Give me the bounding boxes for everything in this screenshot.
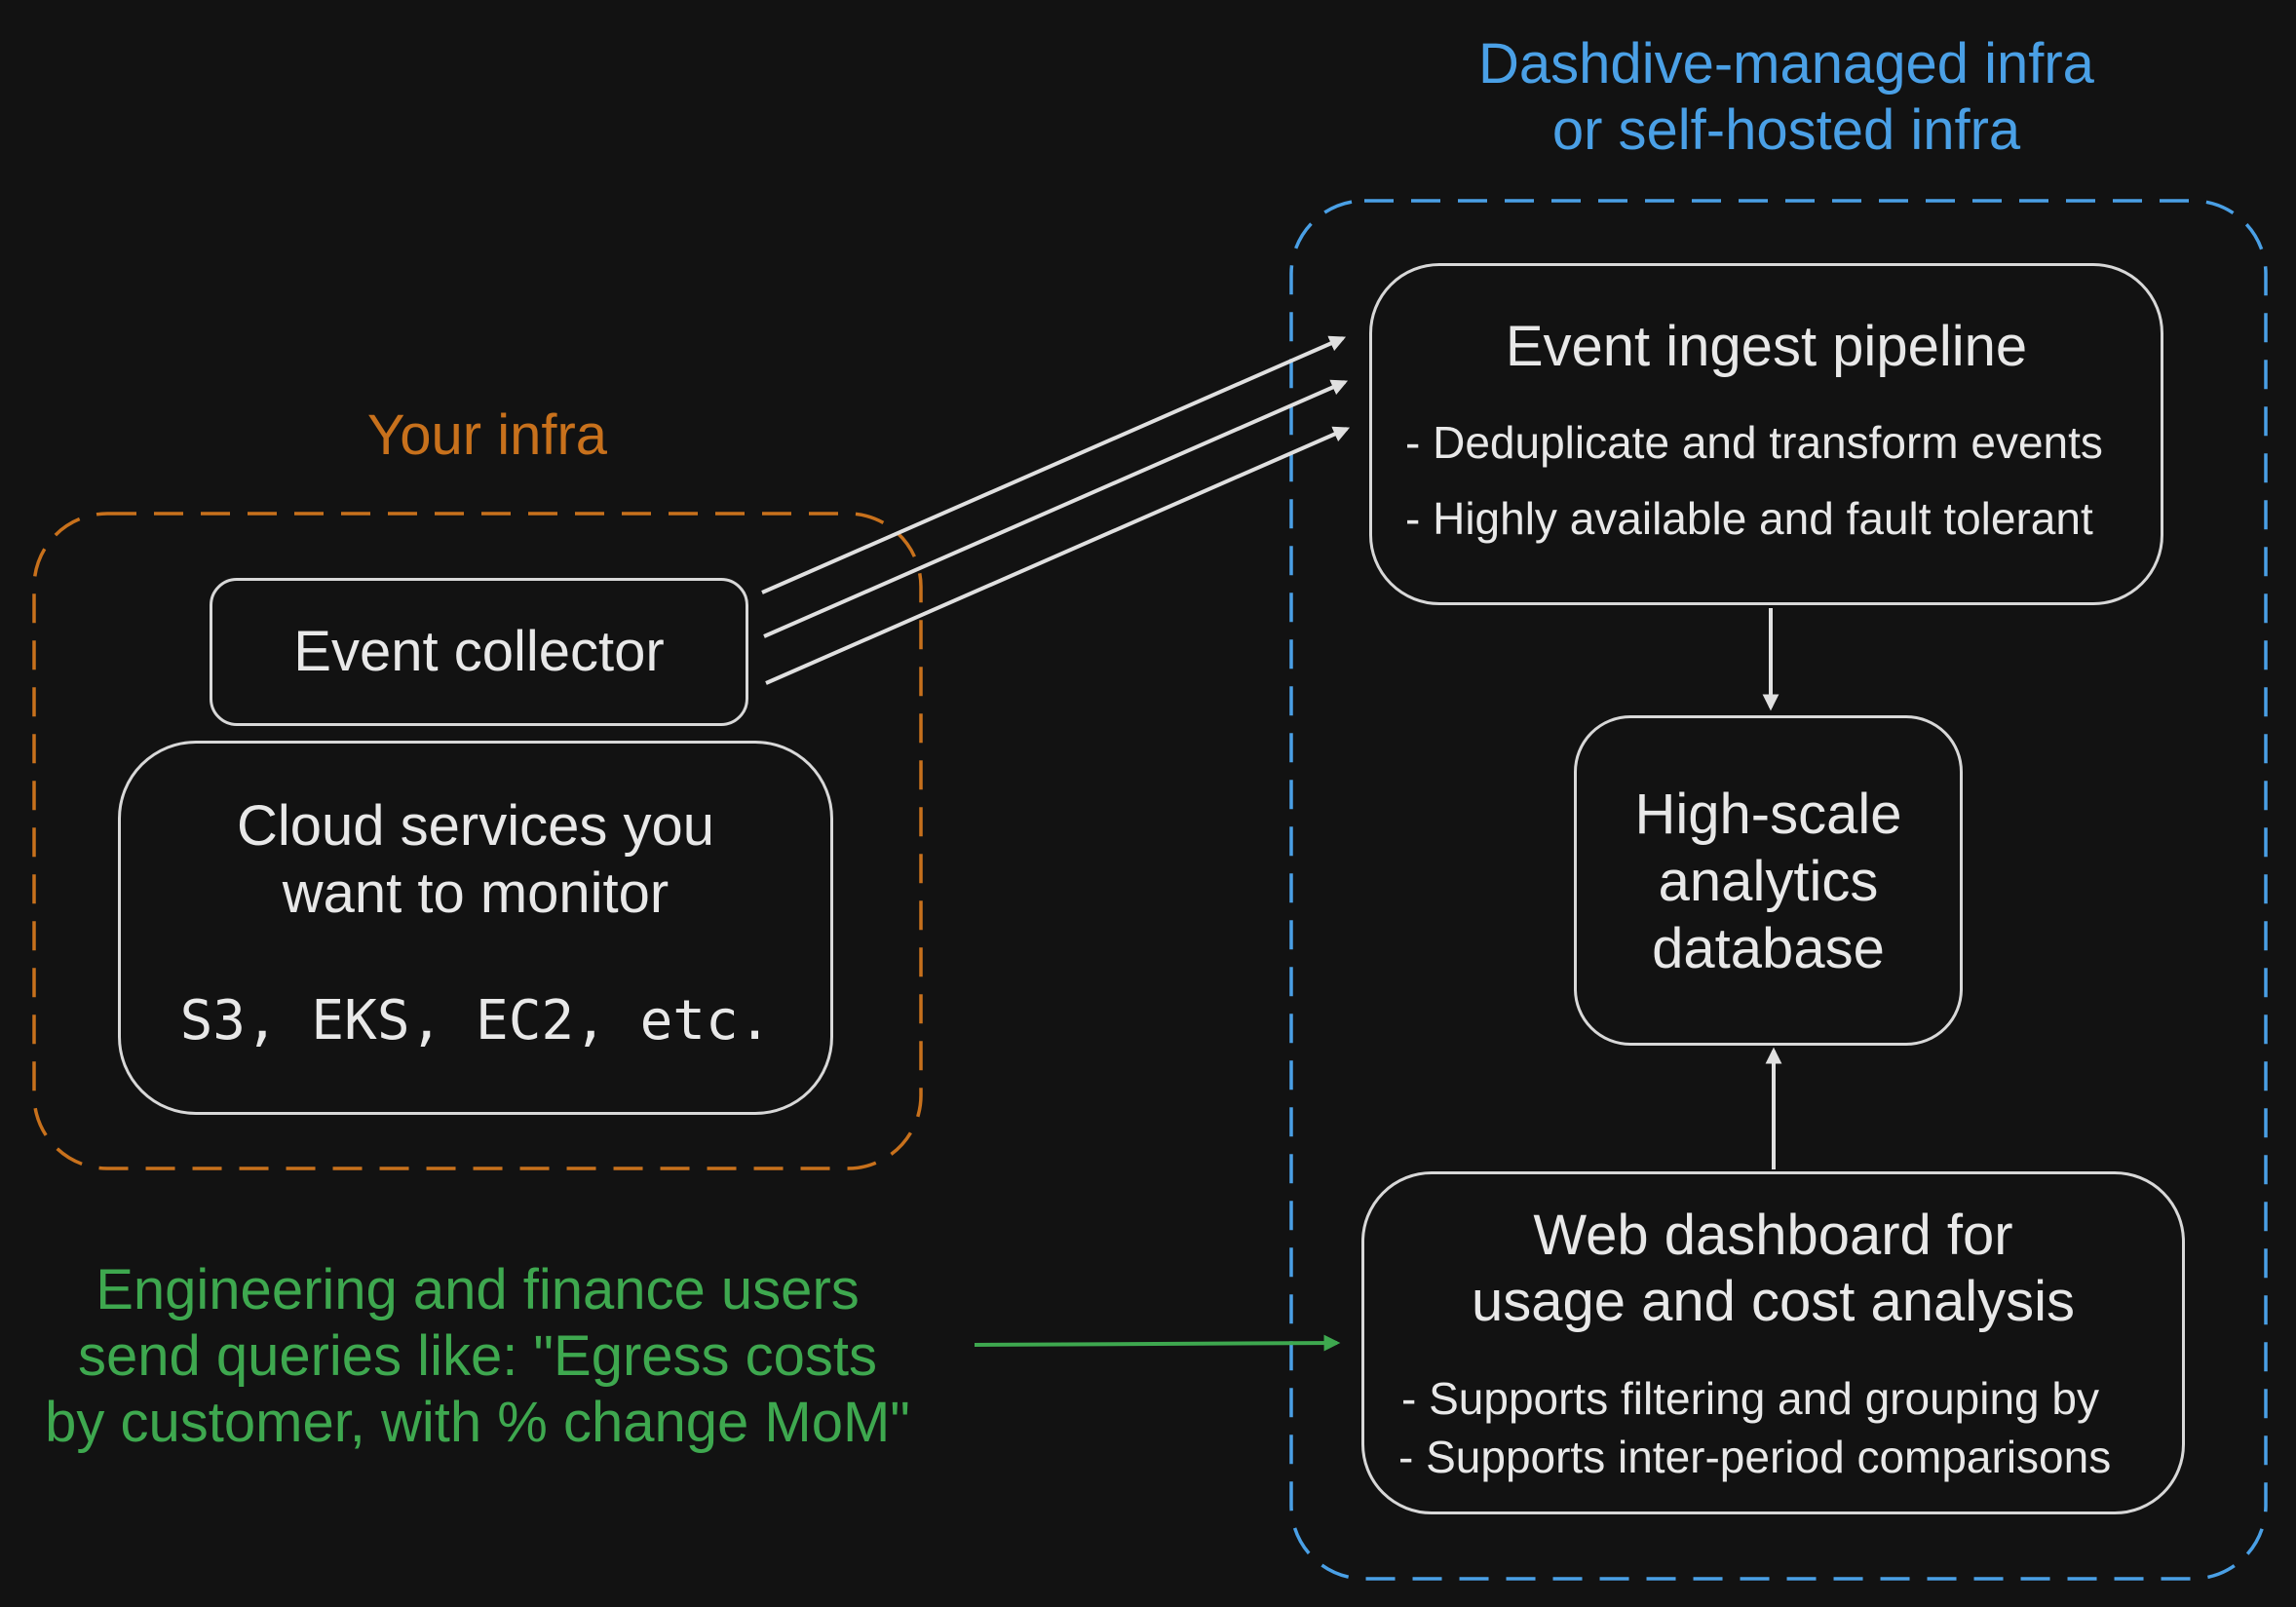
ingest-bullet-availability: - Highly available and fault tolerant bbox=[1405, 493, 2093, 544]
cloud-services-node: Cloud services you want to monitor S3, E… bbox=[118, 741, 833, 1115]
collector-to-ingest-arrow-1 bbox=[761, 335, 1347, 594]
web-dashboard-node: Web dashboard for usage and cost analysi… bbox=[1361, 1171, 2185, 1514]
ingest-bullet-dedupe: - Deduplicate and transform events bbox=[1405, 417, 2103, 468]
web-dashboard-title-line2: usage and cost analysis bbox=[1471, 1270, 2076, 1333]
event-ingest-pipeline-title: Event ingest pipeline bbox=[1505, 315, 2028, 378]
group-managed-infra-boundary bbox=[1289, 199, 2268, 1581]
users-query-note-line2: send queries like: "Egress costs bbox=[77, 1324, 878, 1388]
event-ingest-pipeline-node: Event ingest pipeline - Deduplicate and … bbox=[1369, 263, 2163, 605]
cloud-services-label-line1: Cloud services you bbox=[237, 794, 714, 858]
group-title-your-infra: Your infra bbox=[244, 402, 731, 469]
users-query-note-line1: Engineering and finance users bbox=[96, 1258, 860, 1321]
dashboard-bullet-comparisons: - Supports inter-period comparisons bbox=[1398, 1432, 2112, 1482]
group-title-your-infra-label: Your infra bbox=[366, 403, 608, 467]
group-title-managed: Dashdive-managed infra or self-hosted in… bbox=[1397, 31, 2176, 164]
group-title-managed-line2: or self-hosted infra bbox=[1551, 98, 2021, 162]
event-collector-node: Event collector bbox=[210, 578, 748, 726]
analytics-database-label-line3: database bbox=[1652, 917, 1885, 980]
cloud-services-label-line2: want to monitor bbox=[282, 861, 670, 925]
users-query-note: Engineering and finance users send queri… bbox=[10, 1257, 945, 1456]
users-query-note-line3: by customer, with % change MoM" bbox=[45, 1391, 910, 1454]
analytics-database-node: High-scale analytics database bbox=[1574, 715, 1963, 1046]
collector-to-ingest-arrow-2 bbox=[763, 379, 1349, 638]
group-your-infra-boundary bbox=[32, 512, 923, 1170]
users-to-dashboard-arrow bbox=[974, 1334, 1341, 1352]
collector-to-ingest-arrow-3 bbox=[765, 426, 1351, 685]
web-dashboard-title-line1: Web dashboard for bbox=[1533, 1204, 2013, 1267]
analytics-database-label-line1: High-scale bbox=[1634, 783, 1902, 846]
event-collector-label: Event collector bbox=[293, 620, 665, 683]
group-title-managed-line1: Dashdive-managed infra bbox=[1478, 32, 2094, 96]
cloud-services-examples: S3, EKS, EC2, etc. bbox=[179, 989, 772, 1052]
dashboard-bullet-filtering: - Supports filtering and grouping by bbox=[1401, 1373, 2099, 1424]
analytics-database-label-line2: analytics bbox=[1658, 850, 1879, 913]
